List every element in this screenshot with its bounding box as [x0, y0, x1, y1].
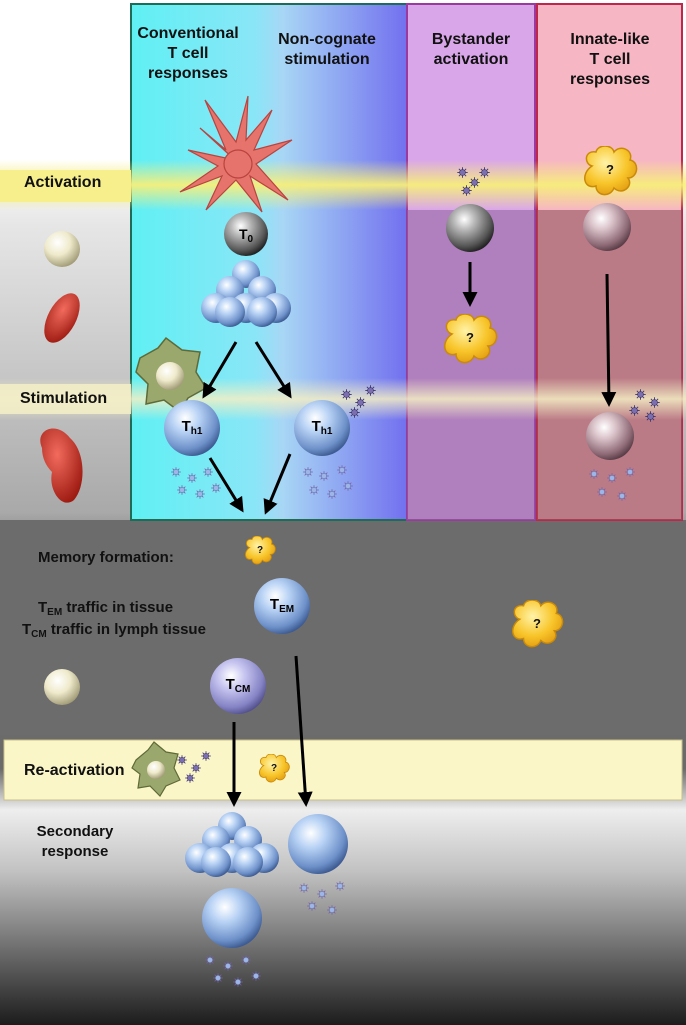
secondary-cell-lower [202, 888, 262, 948]
arrow-noncognate-to-memory [263, 453, 292, 515]
th1-label-conventional: Th1 [181, 418, 203, 437]
th1-label-noncognate: Th1 [311, 418, 333, 437]
memory-cloud-large-question: ? [533, 616, 541, 631]
row-activation-label: Activation [24, 174, 102, 191]
th1-cell-conventional [164, 400, 220, 456]
tcm-cell [210, 658, 266, 714]
memory-region [0, 520, 686, 735]
arrow-to-th1-noncognate [254, 341, 292, 399]
dendritic-cell [179, 95, 293, 213]
arrow-innate [601, 273, 617, 407]
bystander-panel-shade [407, 210, 535, 520]
arrow-to-th1-conventional [202, 341, 238, 399]
column-noncognate-label: Non-cognate stimulation [278, 31, 376, 68]
memory-pearl-cell [44, 669, 80, 705]
reactivation-apc [131, 741, 181, 797]
proliferation-cluster [201, 260, 291, 327]
reactivation-band [3, 739, 683, 801]
tcm-traffic-text: TCM traffic in lymph tissue [22, 621, 206, 640]
column-bystander-label: Bystander activation [431, 31, 511, 68]
secondary-cluster [185, 812, 279, 877]
column-innate-label: Innate-like T cell responses [569, 31, 651, 88]
column-conventional-label: Conventional T cell responses [137, 25, 239, 82]
tem-traffic-text: TEM traffic in tissue [38, 599, 174, 618]
bystander-cloud-question: ? [466, 330, 474, 345]
red-cell-cluster [40, 428, 83, 503]
innate-cell [583, 203, 631, 251]
tem-cell [254, 578, 310, 634]
bystander-cell [446, 204, 494, 252]
th1-cell-noncognate [294, 400, 350, 456]
row-secondary-label: Secondary response [36, 823, 114, 860]
arrow-conventional-to-memory [208, 457, 244, 513]
arrow-tem-to-secondary [294, 655, 313, 807]
tem-label: TEM [269, 596, 295, 615]
secondary-effector-cell [288, 814, 348, 874]
naive-cell-pearl [44, 231, 80, 267]
innate-stimulated-cell [586, 412, 634, 460]
row-memory-label: Memory formation: [38, 549, 174, 566]
innate-cloud-question: ? [606, 162, 614, 177]
tcm-label: TCM [225, 676, 251, 695]
t0-cell [224, 212, 268, 256]
reactivation-cloud-question: ? [270, 763, 278, 774]
stimulation-band-label-bg [0, 384, 131, 414]
activation-band-label-bg [0, 170, 131, 202]
row-stimulation-label: Stimulation [20, 390, 108, 407]
red-blood-cell [44, 293, 80, 343]
row-reactivation-label: Re-activation [24, 762, 125, 779]
t0-label: T0 [238, 226, 254, 245]
antigen-presenting-cell [135, 336, 208, 414]
memory-cloud-small-question: ? [256, 545, 264, 556]
